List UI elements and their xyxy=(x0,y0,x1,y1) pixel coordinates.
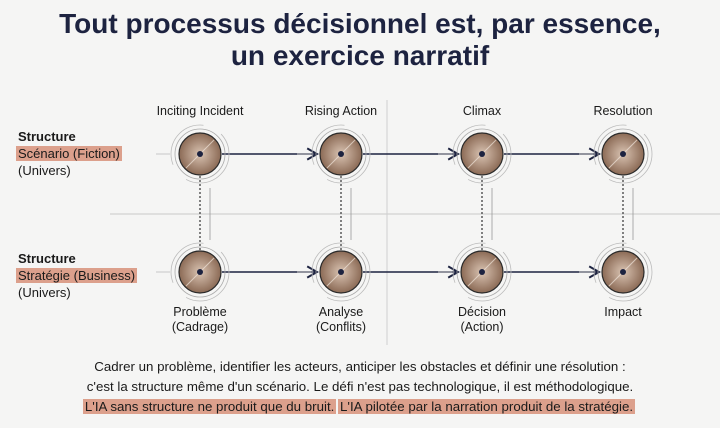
node-ring xyxy=(456,246,508,298)
node-outer-ring xyxy=(593,242,653,302)
stage-impact: Impact xyxy=(553,305,693,320)
row-highlight: Scénario (Fiction) xyxy=(16,146,122,161)
stage-climax: Climax xyxy=(462,104,502,118)
node-center-dot xyxy=(338,151,344,157)
row-highlight: Stratégie (Business) xyxy=(16,268,138,283)
node-ring xyxy=(174,128,226,180)
page-title: Tout processus décisionnel est, par esse… xyxy=(0,8,720,72)
title-line-2: un exercice narratif xyxy=(230,40,490,71)
node-outer-ring xyxy=(170,242,230,302)
title-line-1: Tout processus décisionnel est, par esse… xyxy=(59,8,661,39)
node-center-dot xyxy=(338,269,344,275)
stage-decision: Décision(Action) xyxy=(412,305,552,335)
stage-resolution: Resolution xyxy=(593,104,653,118)
node-outer-ring xyxy=(452,242,512,302)
node-center-dot xyxy=(620,269,626,275)
stage-name: Analyse xyxy=(318,305,364,319)
node-outer-ring xyxy=(452,124,512,184)
node-outer-ring xyxy=(311,242,371,302)
row-heading: Structure xyxy=(18,251,76,266)
body-text: Cadrer un problème, identifier les acteu… xyxy=(0,357,720,417)
node-center-dot xyxy=(479,269,485,275)
node-center-dot xyxy=(620,151,626,157)
node-ring xyxy=(597,128,649,180)
row-sub: (Univers) xyxy=(18,163,71,178)
node-ring xyxy=(315,128,367,180)
node-center-dot xyxy=(197,151,203,157)
node-center-dot xyxy=(197,269,203,275)
body-highlight-1: L'IA sans structure ne produit que du br… xyxy=(82,399,337,414)
row-label-business: Structure Stratégie (Business) (Univers) xyxy=(16,250,138,301)
row-sub: (Univers) xyxy=(18,285,71,300)
stage-probleme: Problème(Cadrage) xyxy=(130,305,270,335)
node-center-dot xyxy=(479,151,485,157)
body-line-1: Cadrer un problème, identifier les acteu… xyxy=(94,359,626,374)
node-ring xyxy=(174,246,226,298)
node-ring xyxy=(597,246,649,298)
node-ring xyxy=(315,246,367,298)
stage-rising-action: Rising Action xyxy=(304,104,378,118)
row-heading: Structure xyxy=(18,129,76,144)
row-label-fiction: Structure Scénario (Fiction) (Univers) xyxy=(16,128,122,179)
stage-inciting-incident: Inciting Incident xyxy=(156,104,244,118)
node-outer-ring xyxy=(311,124,371,184)
node-ring xyxy=(456,128,508,180)
body-line-2: c'est la structure même d'un scénario. L… xyxy=(86,379,634,394)
stage-name: Impact xyxy=(604,305,642,319)
stage-sub: (Action) xyxy=(460,320,504,334)
body-highlight-2: L'IA pilotée par la narration produit de… xyxy=(338,399,636,414)
stage-name: Décision xyxy=(458,305,506,319)
stage-sub: (Cadrage) xyxy=(171,320,229,334)
stage-analyse: Analyse(Conflits) xyxy=(271,305,411,335)
node-outer-ring xyxy=(593,124,653,184)
stage-sub: (Conflits) xyxy=(315,320,366,334)
node-outer-ring xyxy=(170,124,230,184)
stage-name: Problème xyxy=(173,305,227,319)
